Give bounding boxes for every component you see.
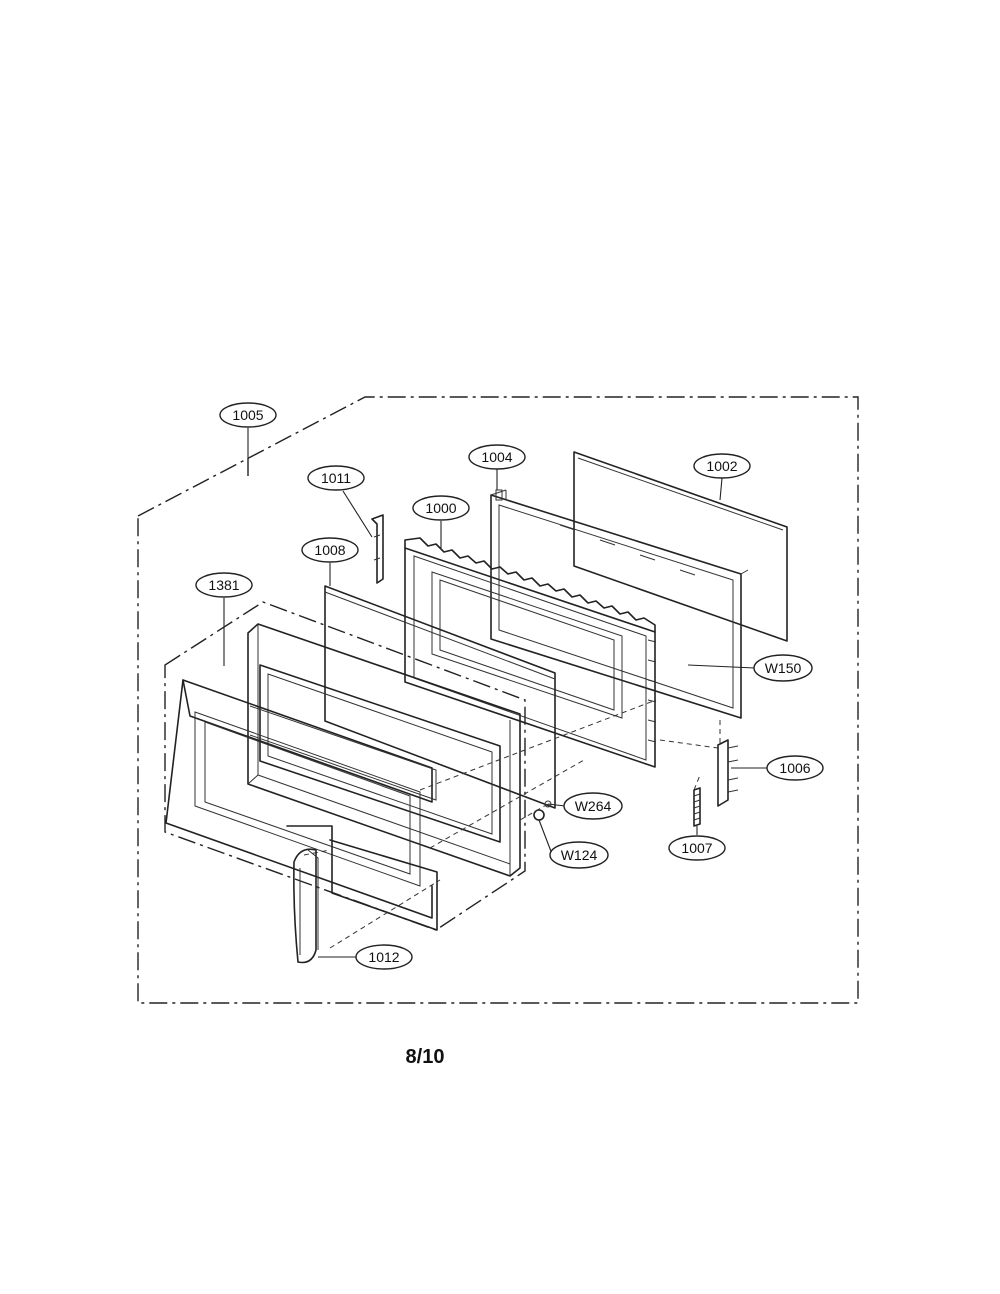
callout-1381: 1381 xyxy=(195,572,253,598)
callout-1006-label: 1006 xyxy=(779,760,810,776)
callout-W150-label: W150 xyxy=(765,660,802,676)
callout-W150: W150 xyxy=(753,654,813,682)
assembly-guide-lines xyxy=(303,699,721,949)
callout-1012-label: 1012 xyxy=(368,949,399,965)
part-1007-spring xyxy=(693,787,701,827)
callout-1004-label: 1004 xyxy=(481,449,512,465)
callout-1002: 1002 xyxy=(693,453,751,479)
callout-1002-label: 1002 xyxy=(706,458,737,474)
part-1004-frame xyxy=(490,489,749,719)
callout-1008: 1008 xyxy=(301,537,359,563)
callout-W124: W124 xyxy=(549,841,609,869)
page-number: 8/10 xyxy=(405,1046,445,1068)
callout-W124-label: W124 xyxy=(561,847,598,863)
callout-1381-label: 1381 xyxy=(208,577,239,593)
part-1002-panel xyxy=(573,451,788,642)
callout-1005-label: 1005 xyxy=(232,407,263,423)
callout-1006: 1006 xyxy=(766,755,824,781)
callout-1011-label: 1011 xyxy=(321,470,351,486)
leader-lines xyxy=(223,428,768,958)
callout-1007: 1007 xyxy=(668,835,726,861)
part-1000-inner-door xyxy=(404,537,657,768)
part-1011-latch xyxy=(371,514,384,584)
part-1381-group-boundary xyxy=(164,601,526,931)
callout-1000: 1000 xyxy=(412,495,470,521)
callout-1008-label: 1008 xyxy=(314,542,345,558)
door-middle-frame xyxy=(247,623,521,877)
assembly-boundary xyxy=(137,396,859,1004)
part-1006-hinge xyxy=(717,739,739,807)
door-front-frame xyxy=(165,679,438,931)
callout-W264-label: W264 xyxy=(575,798,612,814)
callout-1012: 1012 xyxy=(355,944,413,970)
callout-1005: 1005 xyxy=(219,402,277,428)
callout-W264: W264 xyxy=(563,792,623,820)
callout-1000-label: 1000 xyxy=(425,500,456,516)
part-1008-screen xyxy=(324,585,556,809)
callout-1011: 1011 xyxy=(307,465,365,491)
part-1012-handle xyxy=(293,848,319,964)
callout-1004: 1004 xyxy=(468,444,526,470)
callout-1007-label: 1007 xyxy=(681,840,712,856)
